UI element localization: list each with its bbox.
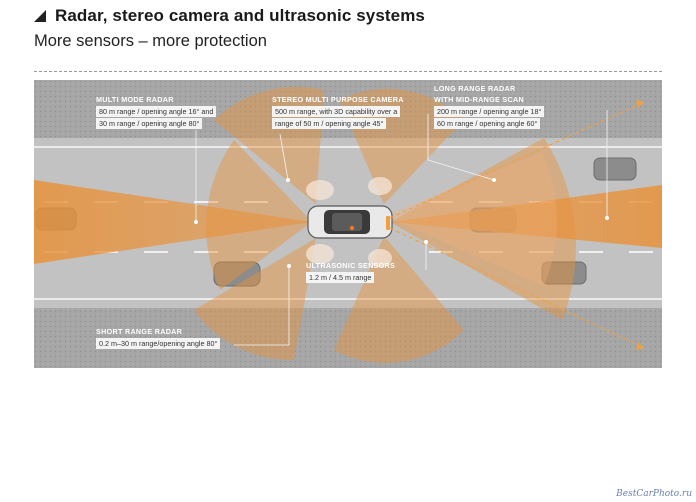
triangle-bullet-icon: [34, 10, 46, 22]
page-subtitle: More sensors – more protection: [34, 32, 267, 50]
label-short-range-radar: SHORT RANGE RADAR 0.2 m–30 m range/openi…: [96, 326, 221, 349]
dashed-divider: [34, 71, 662, 72]
label-ultrasonic: ULTRASONIC SENSORS 1.2 m / 4.5 m range: [306, 260, 395, 283]
vehicle-right-lane: [541, 261, 587, 285]
page-title: Radar, stereo camera and ultrasonic syst…: [55, 6, 425, 25]
label-stereo-camera: STEREO MULTI PURPOSE CAMERA 500 m range,…: [272, 94, 404, 129]
leader-dots: [194, 178, 609, 268]
leader-lines: [195, 110, 608, 346]
long-range-heading1: LONG RANGE RADAR: [434, 84, 516, 93]
label-long-range-radar: LONG RANGE RADAR WITH MID-RANGE SCAN 200…: [434, 83, 545, 129]
camera-line2: range of 50 m / opening angle 45°: [272, 118, 387, 129]
short-range-heading: SHORT RANGE RADAR: [96, 327, 183, 336]
camera-line1: 500 m range, with 3D capability over a: [272, 106, 401, 117]
ultrasonic-line1: 1.2 m / 4.5 m range: [306, 272, 375, 283]
multi-mode-line1: 80 m range / opening angle 16° and: [96, 106, 217, 117]
long-range-arrows: [389, 103, 641, 347]
rear-multi-mode-narrow-beam: [34, 180, 312, 264]
long-range-line1: 200 m range / opening angle 18°: [434, 106, 545, 117]
road-edge-line-top: [34, 146, 662, 148]
long-range-line2: 60 m range / opening angle 60°: [434, 118, 541, 129]
ultrasonic-heading: ULTRASONIC SENSORS: [306, 261, 396, 270]
long-range-radar-beam: [390, 185, 662, 248]
arrow-head-lower-icon: [636, 342, 644, 350]
title-row: Radar, stereo camera and ultrasonic syst…: [34, 6, 425, 26]
short-range-rear-right-beam: [194, 238, 316, 361]
label-multi-mode-radar: MULTI MODE RADAR 80 m range / opening an…: [96, 94, 217, 129]
vehicle-rear-lane: [213, 261, 261, 287]
watermark: BestCarPhoto.ru: [616, 489, 692, 499]
long-range-heading2: WITH MID-RANGE SCAN: [434, 95, 524, 104]
short-range-front-right-beam: [334, 236, 464, 363]
short-range-line1: 0.2 m–30 m range/opening angle 80°: [96, 338, 221, 349]
arrow-head-upper-icon: [636, 100, 644, 108]
sensor-diagram: MULTI MODE RADAR 80 m range / opening an…: [34, 80, 662, 368]
multi-mode-line2: 30 m range / opening angle 80°: [96, 118, 203, 129]
vehicle-far-right: [593, 157, 637, 181]
short-range-front-left-beam: [339, 88, 464, 204]
ultrasonic-zones: [306, 177, 392, 267]
road-edge-line-bottom: [34, 298, 662, 300]
stereo-camera-beam: [384, 152, 557, 286]
header: Radar, stereo camera and ultrasonic syst…: [34, 6, 425, 51]
ego-vehicle: [307, 205, 393, 239]
multi-mode-heading: MULTI MODE RADAR: [96, 95, 174, 104]
camera-heading: STEREO MULTI PURPOSE CAMERA: [272, 95, 404, 104]
